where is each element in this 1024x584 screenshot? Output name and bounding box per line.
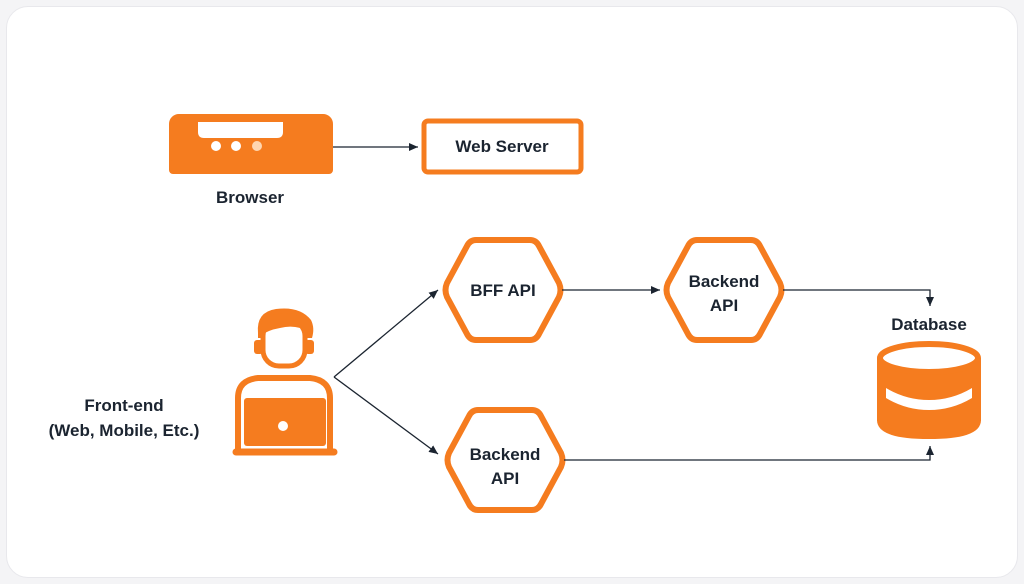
frontend-label-line2: (Web, Mobile, Etc.) [49,421,200,440]
backend-api-bottom-label-line1: Backend [470,445,541,464]
connector-backend-bottom-database [564,446,934,461]
web-server-node [421,118,584,175]
database-icon [877,341,981,440]
connector-backend-top-database [783,289,934,306]
user-laptop-icon [232,308,338,456]
backend-api-bottom-node [444,407,566,513]
bff-api-label: BFF API [470,281,535,300]
database-label: Database [891,315,967,334]
browser-label: Browser [216,188,284,207]
backend-api-top-node [663,237,785,343]
browser-window-icon [169,114,333,174]
backend-api-top-label-line2: API [710,296,738,315]
backend-api-bottom-label-line2: API [491,469,519,488]
connector-frontend-backend-bottom [333,376,439,455]
frontend-label-line1: Front-end [84,396,163,415]
web-server-label: Web Server [455,137,549,156]
bff-api-node [442,237,564,343]
backend-api-top-label-line1: Backend [689,272,760,291]
connector-frontend-bff [333,289,439,378]
